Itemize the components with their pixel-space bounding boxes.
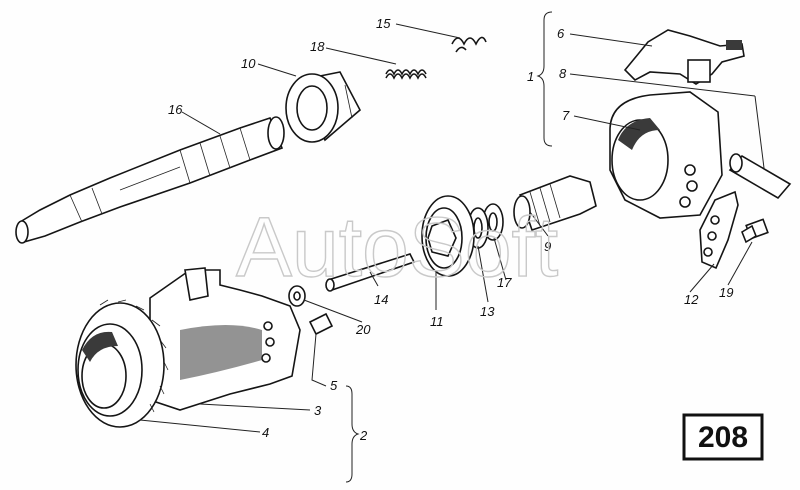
label-10: 10 (241, 56, 256, 71)
part-8-pin (728, 153, 792, 200)
label-15: 15 (376, 16, 391, 31)
label-20: 20 (355, 322, 371, 337)
group-brackets (345, 11, 553, 483)
part-6-lever-plate (623, 29, 745, 85)
part-3-fork-body (149, 267, 301, 411)
page-number: 208 (698, 421, 748, 454)
label-16: 16 (168, 102, 183, 117)
label-9: 9 (544, 239, 551, 254)
label-12: 12 (684, 292, 699, 307)
leader-lines (139, 23, 765, 433)
part-10-bushing (285, 71, 362, 143)
part-7-fork-housing (609, 91, 723, 219)
part-16-shaft (15, 116, 285, 244)
watermark-text: AutoSoft (236, 200, 558, 294)
part-4-gear (75, 299, 169, 428)
part-12-locking-plate (699, 190, 739, 270)
label-17: 17 (497, 275, 512, 290)
label-3: 3 (314, 403, 322, 418)
label-2: 2 (359, 428, 368, 443)
label-13: 13 (480, 304, 495, 319)
label-7: 7 (562, 108, 570, 123)
page-number-box: 208 (682, 413, 764, 461)
label-19: 19 (719, 285, 733, 300)
label-1: 1 (527, 69, 534, 84)
part-14-rod (325, 253, 416, 292)
label-11: 11 (430, 314, 444, 329)
label-4: 4 (262, 425, 269, 440)
part-19-bolt (741, 218, 769, 244)
label-8: 8 (559, 66, 567, 81)
part-5-pin (308, 312, 334, 336)
label-14: 14 (374, 292, 388, 307)
part-20-washer (288, 285, 306, 307)
label-18: 18 (310, 39, 325, 54)
label-5: 5 (330, 378, 338, 393)
label-6: 6 (557, 26, 565, 41)
callout-labels: 1 2 3 4 5 6 7 8 9 10 11 12 13 14 15 16 1… (168, 16, 733, 443)
part-11-splined-hub (421, 195, 475, 277)
part-18-spring (385, 69, 427, 80)
part-15-spring-clip (451, 36, 487, 53)
part-9-screw-plug (513, 175, 597, 232)
